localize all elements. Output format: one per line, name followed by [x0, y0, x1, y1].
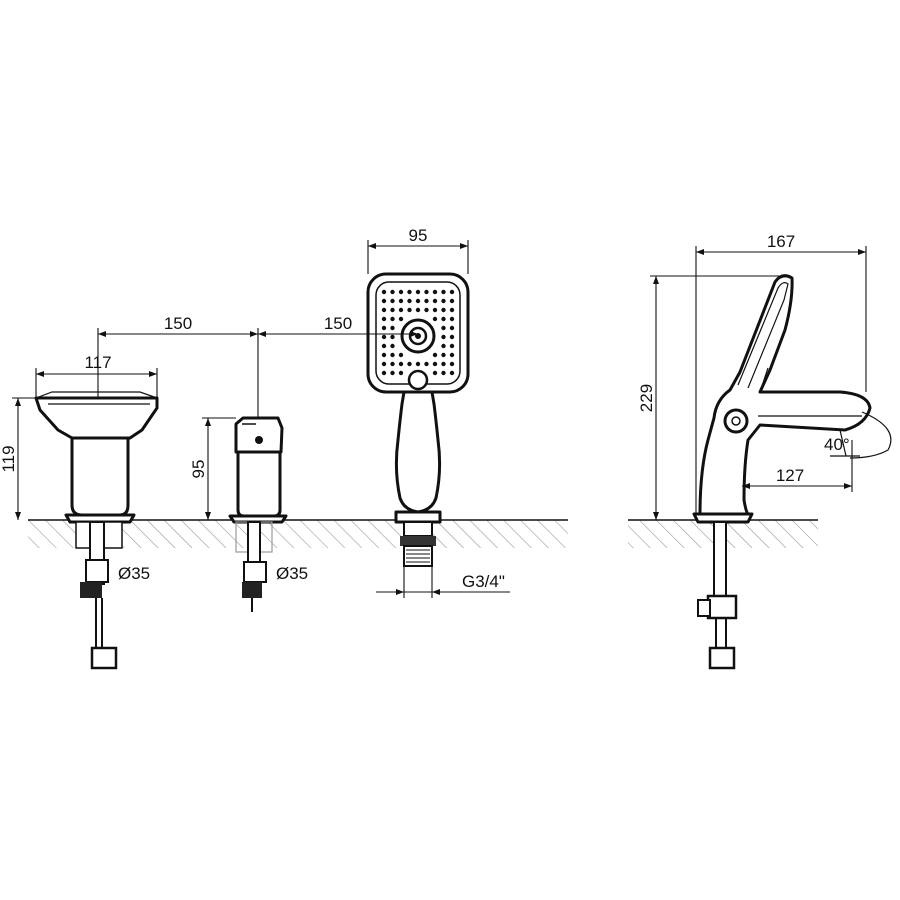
- nozzle-dot: [390, 289, 395, 295]
- side-view: [692, 274, 892, 670]
- dim-side-reach: 127: [776, 466, 804, 485]
- nozzle-dot: [449, 361, 455, 367]
- nozzle-dot: [390, 370, 395, 376]
- nozzle-dot: [432, 361, 438, 367]
- dim-side-depth: 167: [767, 232, 795, 251]
- nozzle-dot: [398, 370, 404, 376]
- nozzle-dot: [381, 307, 387, 313]
- nozzle-dot: [424, 307, 429, 313]
- dim-side-height: 229: [637, 384, 656, 412]
- nozzle-dot: [381, 334, 387, 340]
- dimension-arrows: [15, 243, 866, 595]
- dim-spacing-left: 150: [164, 314, 192, 333]
- nozzle-dot: [398, 298, 404, 304]
- nozzle-dot: [424, 361, 429, 367]
- dim-spacing-right: 150: [324, 314, 352, 333]
- nozzle-dot: [432, 370, 438, 376]
- nozzle-dot: [415, 307, 421, 313]
- nozzle-dot: [449, 334, 455, 340]
- nozzle-dot: [381, 370, 387, 376]
- nozzle-dot: [424, 289, 429, 295]
- nozzle-dot: [398, 307, 404, 313]
- nozzle-dot: [390, 361, 395, 367]
- nozzle-dot: [381, 316, 387, 322]
- nozzle-dot: [415, 361, 421, 367]
- dim-spout-width: 117: [84, 353, 111, 372]
- mixer-handle-front-view: [228, 416, 288, 612]
- dim-spout-height: 119: [0, 445, 18, 472]
- nozzle-dot: [407, 361, 412, 367]
- nozzle-dot: [449, 343, 455, 349]
- nozzle-dot: [441, 298, 446, 304]
- dim-side-angle: 40°: [824, 435, 850, 454]
- nozzle-dot: [398, 352, 404, 358]
- nozzle-dot: [381, 325, 387, 331]
- nozzle-dot: [390, 298, 395, 304]
- nozzle-dot: [381, 343, 387, 349]
- shower-nozzle-grid: [381, 289, 455, 376]
- nozzle-dot: [432, 289, 438, 295]
- nozzle-dot: [390, 307, 395, 313]
- nozzle-dot: [390, 334, 395, 340]
- nozzle-dot: [441, 343, 446, 349]
- nozzle-dot: [441, 316, 446, 322]
- nozzle-dot: [407, 298, 412, 304]
- hose-thread: [403, 545, 433, 567]
- nozzle-dot: [415, 289, 421, 295]
- nozzle-dot: [381, 289, 387, 295]
- nozzle-dot: [441, 370, 446, 376]
- nozzle-dot: [441, 289, 446, 295]
- nozzle-dot: [398, 289, 404, 295]
- nozzle-dot: [432, 307, 438, 313]
- nozzle-dot: [441, 325, 446, 331]
- nozzle-dot: [390, 352, 395, 358]
- nozzle-dot: [415, 298, 421, 304]
- nozzle-dot: [390, 316, 395, 322]
- nozzle-dot: [449, 289, 455, 295]
- dim-diameter-mid: Ø35: [276, 564, 308, 583]
- nozzle-dot: [441, 361, 446, 367]
- nozzle-dot: [449, 352, 455, 358]
- nozzle-dot: [441, 352, 446, 358]
- nozzle-dot: [390, 325, 395, 331]
- nozzle-dot: [449, 316, 455, 322]
- spout-front-view: [34, 391, 159, 670]
- nozzle-dot: [398, 361, 404, 367]
- nozzle-dot: [432, 316, 438, 322]
- nozzle-dot: [381, 352, 387, 358]
- nozzle-dot: [432, 298, 438, 304]
- nozzle-dot: [407, 289, 412, 295]
- nozzle-dot: [381, 298, 387, 304]
- nozzle-dot: [432, 352, 438, 358]
- nozzle-dot: [441, 307, 446, 313]
- nozzle-dot: [449, 307, 455, 313]
- nozzle-dot: [441, 334, 446, 340]
- dim-handle-height: 95: [189, 460, 208, 479]
- nozzle-dot: [449, 370, 455, 376]
- hand-shower-front-view: [366, 272, 470, 567]
- nozzle-dot: [390, 343, 395, 349]
- nozzle-dot: [424, 298, 429, 304]
- nozzle-dot: [407, 307, 412, 313]
- dim-diameter-left: Ø35: [118, 564, 150, 583]
- nozzle-dot: [449, 325, 455, 331]
- nozzle-dot: [381, 361, 387, 367]
- nozzle-dot: [449, 298, 455, 304]
- dim-hose-thread: G3/4": [462, 572, 505, 591]
- nozzle-dot: [398, 316, 404, 322]
- dim-shower-head-width: 95: [409, 226, 428, 245]
